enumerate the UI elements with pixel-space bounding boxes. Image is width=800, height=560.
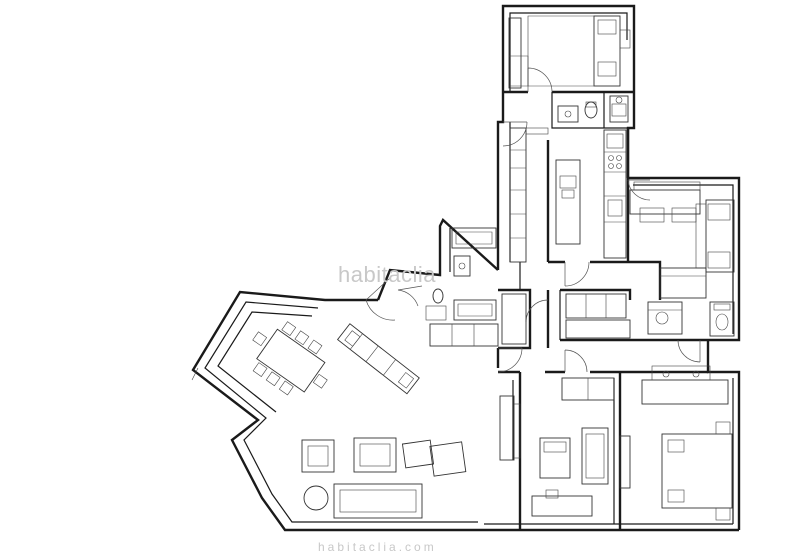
central-lower-bedroom: [499, 377, 615, 517]
exterior-walls: [191, 4, 741, 532]
corridor-storage: [429, 293, 631, 347]
top-bathroom: [557, 95, 629, 123]
interior-walls: [496, 90, 708, 530]
doors: [365, 67, 701, 373]
central-bathroom: [425, 227, 497, 321]
east-bathroom: [647, 301, 735, 337]
top-bedroom: [508, 15, 631, 89]
living-dining: [191, 321, 467, 519]
upper-east-bedroom: [629, 181, 735, 299]
kitchen: [509, 127, 627, 263]
lower-east-bedroom: [619, 365, 733, 521]
